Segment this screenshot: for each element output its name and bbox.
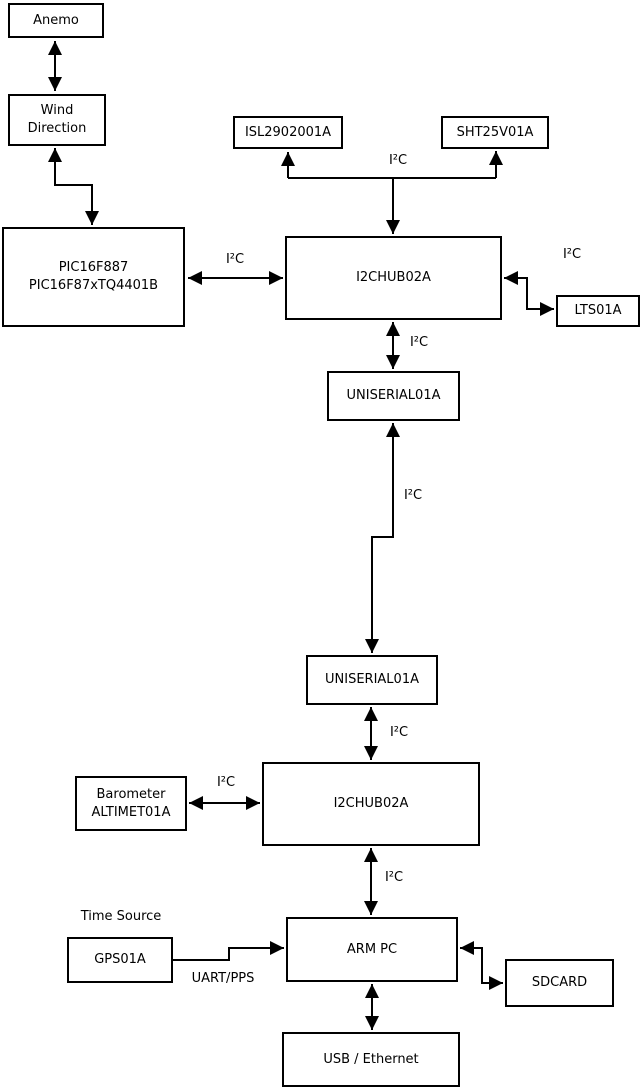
label-i2c-pic-hub: I²C — [225, 252, 245, 267]
node-sht25v01a: SHT25V01A — [441, 116, 549, 149]
label-i2c-uniserial-hub: I²C — [389, 725, 409, 740]
node-gps01a: GPS01A — [67, 937, 173, 983]
node-wind-direction-label: Wind Direction — [27, 103, 87, 136]
label-time-source: Time Source — [80, 909, 162, 924]
edge-uniserial-backbone — [365, 423, 400, 653]
node-i2chub02a-top: I2CHUB02A — [285, 236, 502, 320]
node-arm-pc-label: ARM PC — [346, 941, 398, 957]
node-isl2902001a-label: ISL2902001A — [244, 124, 332, 140]
node-uniserial01a-top-label: UNISERIAL01A — [346, 388, 441, 404]
label-i2c-hub-uniserial: I²C — [409, 335, 429, 350]
node-gps01a-label: GPS01A — [94, 952, 146, 968]
edge-hubtop-lts — [504, 271, 554, 316]
node-anemo: Anemo — [8, 3, 104, 38]
edge-armpc-sdcard — [460, 941, 503, 990]
node-uniserial01a-bottom-label: UNISERIAL01A — [325, 672, 419, 688]
node-arm-pc: ARM PC — [286, 917, 458, 982]
node-wind-direction: Wind Direction — [8, 94, 106, 146]
node-usb-ethernet: USB / Ethernet — [282, 1032, 460, 1087]
node-uniserial01a-bottom: UNISERIAL01A — [306, 655, 438, 705]
node-sht25v01a-label: SHT25V01A — [456, 124, 534, 140]
node-isl2902001a: ISL2902001A — [233, 116, 343, 149]
node-pic16f887-label: PIC16F887 PIC16F87xTQ4401B — [28, 260, 159, 293]
node-lts01a-label: LTS01A — [574, 303, 622, 319]
label-i2c-sensors: I²C — [388, 153, 408, 168]
label-i2c-backbone: I²C — [403, 488, 423, 503]
edge-winddirection-pic — [48, 148, 99, 225]
label-i2c-hub-lts: I²C — [562, 247, 582, 262]
label-i2c-barometer-hub: I²C — [216, 775, 236, 790]
node-sdcard: SDCARD — [505, 959, 614, 1007]
node-barometer-label: Barometer ALTIMET01A — [91, 786, 171, 820]
node-sdcard-label: SDCARD — [531, 975, 588, 991]
node-i2chub02a-top-label: I2CHUB02A — [356, 270, 431, 286]
node-barometer: Barometer ALTIMET01A — [75, 776, 187, 831]
node-anemo-label: Anemo — [33, 12, 79, 28]
node-pic16f887: PIC16F887 PIC16F87xTQ4401B — [2, 227, 185, 327]
node-i2chub02a-bottom: I2CHUB02A — [262, 762, 480, 846]
edge-gps-armpc — [173, 941, 284, 961]
node-lts01a: LTS01A — [556, 295, 640, 327]
node-usb-ethernet-label: USB / Ethernet — [323, 1051, 419, 1067]
label-uart-pps: UART/PPS — [191, 971, 255, 986]
node-uniserial01a-top: UNISERIAL01A — [327, 371, 460, 421]
label-i2c-hub-armpc: I²C — [384, 870, 404, 885]
node-i2chub02a-bottom-label: I2CHUB02A — [333, 796, 409, 812]
